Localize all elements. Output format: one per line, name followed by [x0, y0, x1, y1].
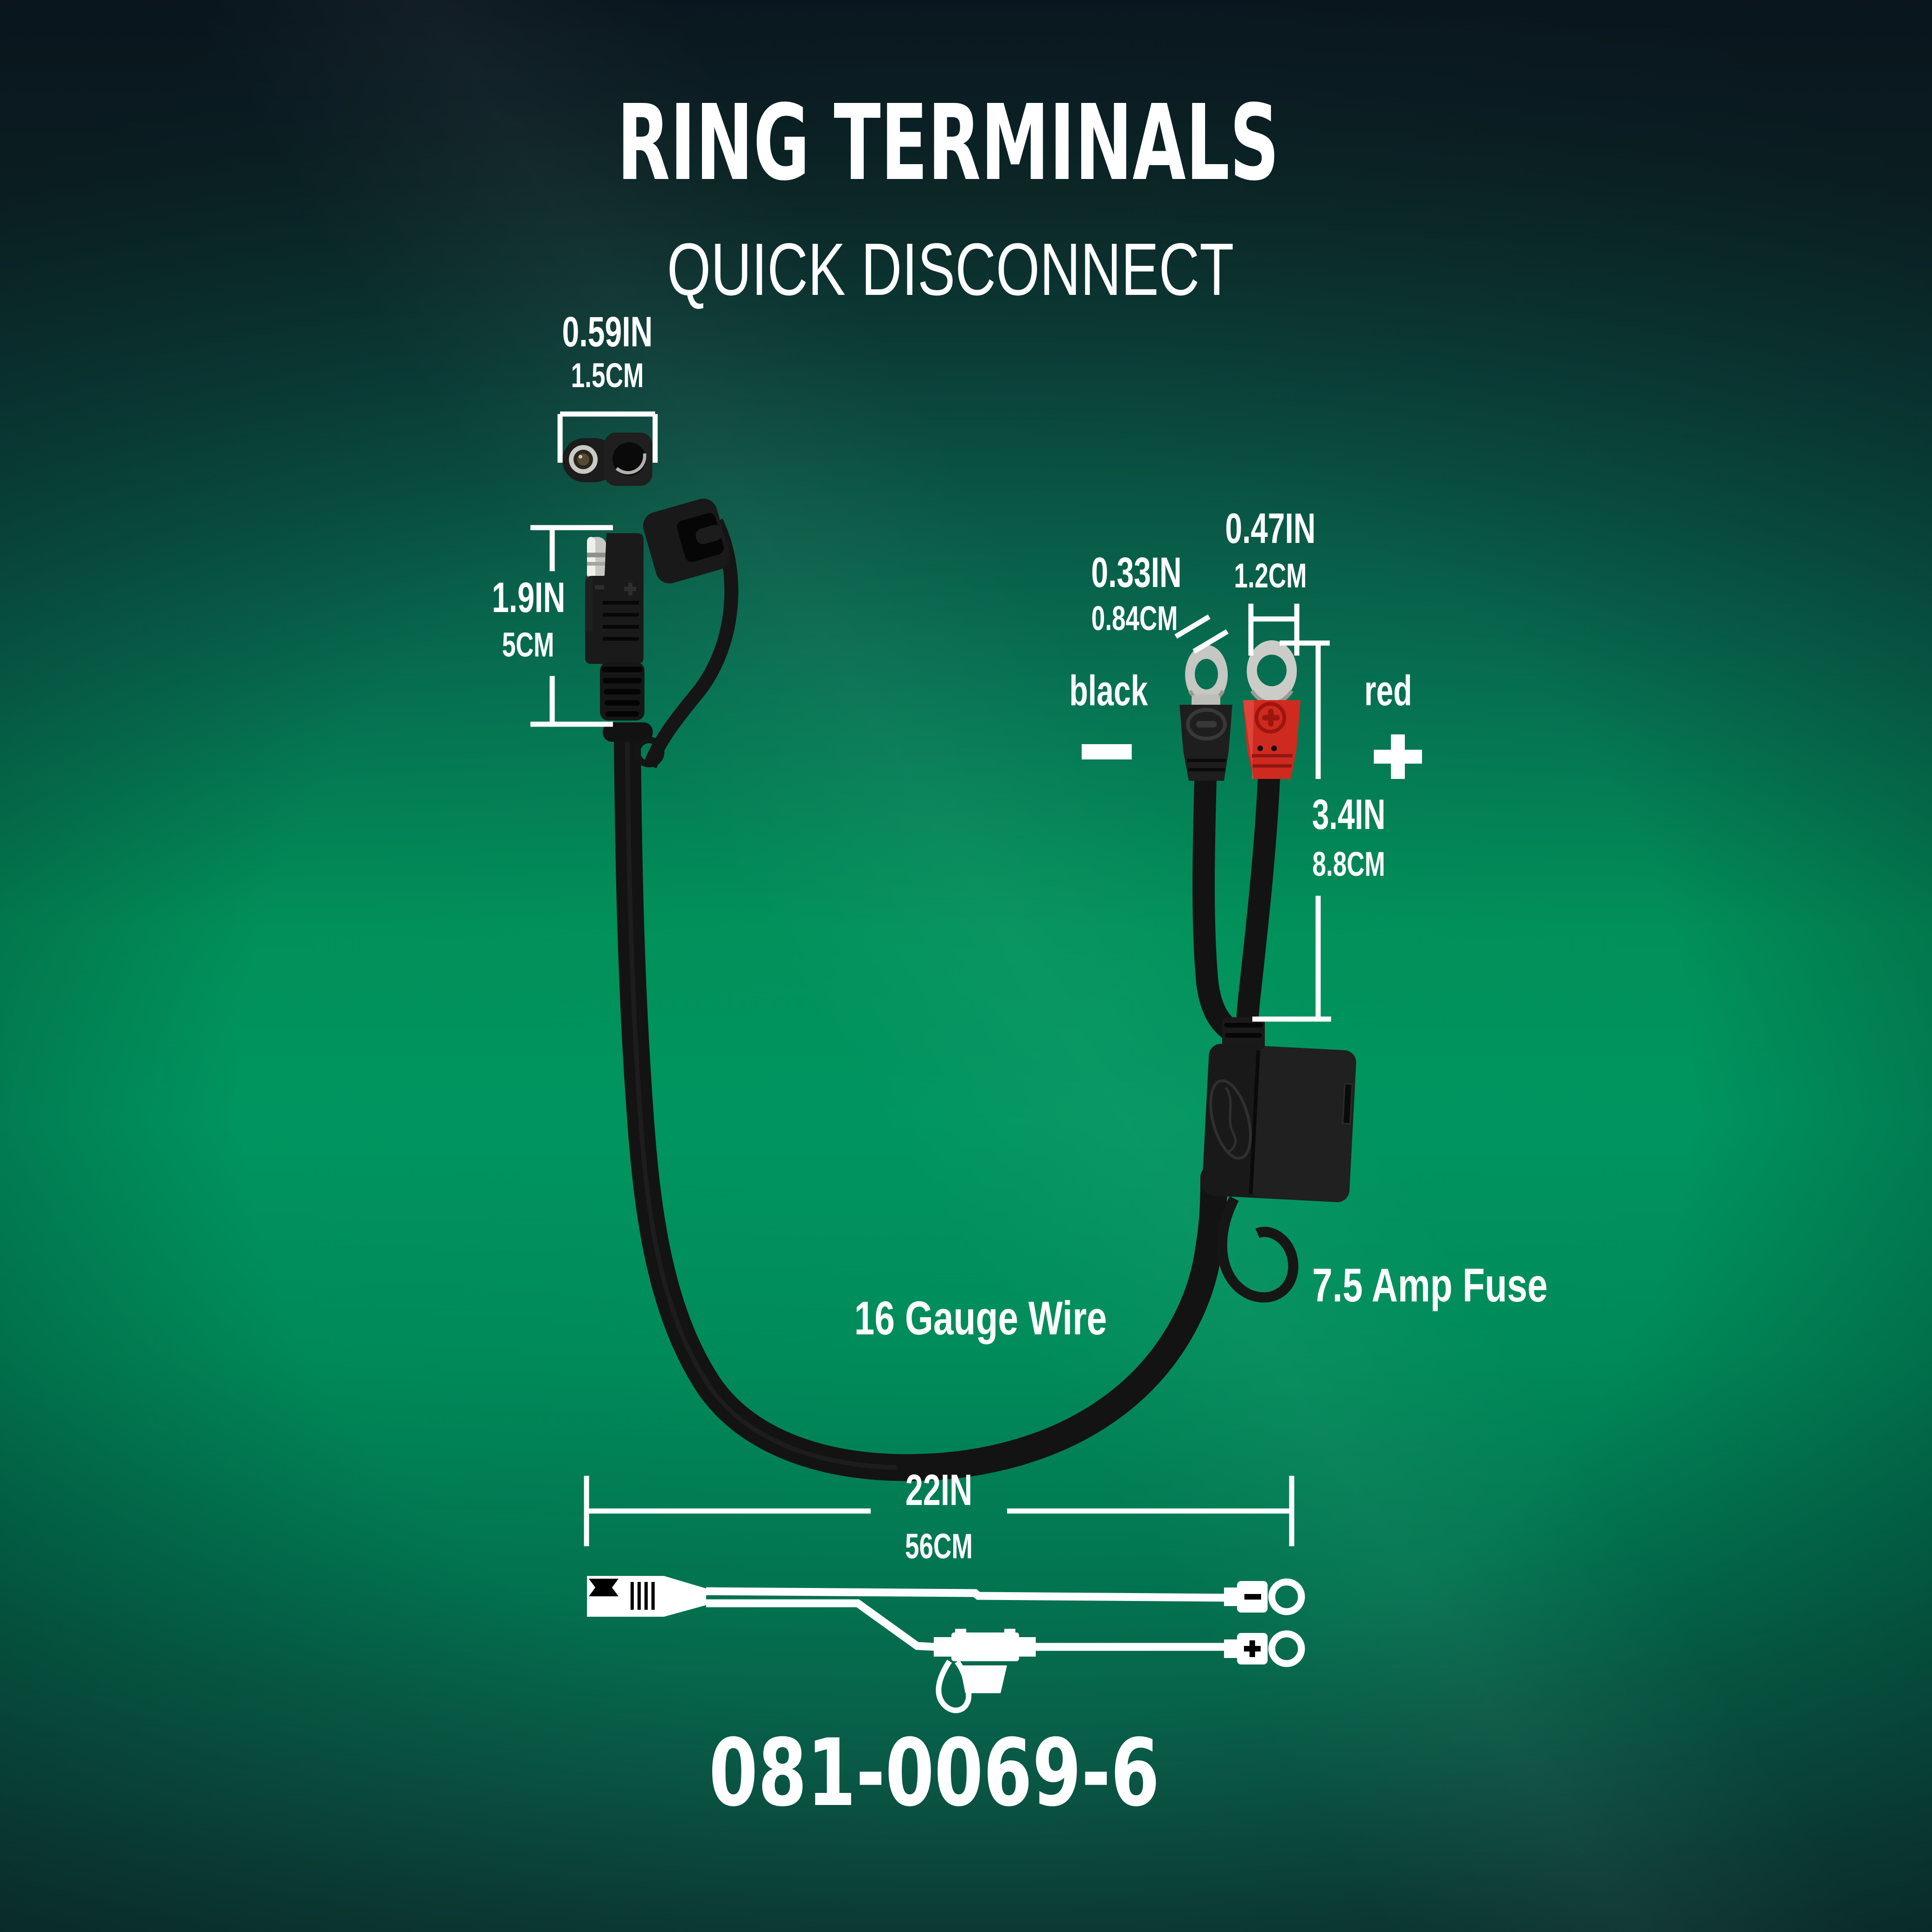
dim-connector-length-in: 1.9IN	[491, 574, 566, 621]
plus-bar-v	[1391, 734, 1405, 779]
dim-bracket-connector-length	[530, 525, 613, 727]
dim-black-ring-in: 0.33IN	[1091, 549, 1182, 596]
dim-bracket-connector-width	[557, 411, 658, 463]
cap-strap	[643, 518, 739, 769]
fuse-holder	[1202, 1017, 1356, 1303]
label-wire-gauge: 16 Gauge Wire	[854, 1292, 1107, 1345]
terminal-cables	[1192, 766, 1280, 1044]
sae-connector-end-view	[562, 433, 652, 486]
diagram-fuse-cap	[960, 1665, 1007, 1693]
diagram-fuse-loop	[936, 1659, 972, 1714]
dim-cable-length-in: 22IN	[905, 1466, 973, 1515]
fuse-loop	[1217, 1196, 1299, 1303]
label-fuse: 7.5 Amp Fuse	[1312, 1259, 1548, 1312]
dim-lead-length-cm: 8.8CM	[1312, 845, 1385, 883]
diagram-fuse	[934, 1637, 952, 1657]
dim-red-ring-in: 0.47IN	[1225, 505, 1316, 552]
dim-line-lead-length	[1252, 640, 1331, 1022]
dim-line-cable-length	[584, 1476, 1294, 1546]
connector-pin	[587, 537, 606, 579]
black-ring-terminal	[1180, 645, 1232, 781]
dim-red-ring-cm: 1.2CM	[1234, 556, 1307, 595]
dim-connector-length-cm: 5CM	[502, 625, 555, 664]
minus-sign	[1082, 744, 1132, 759]
dim-ticks-black-ring	[1174, 614, 1229, 654]
plus-sign	[1374, 734, 1422, 779]
page-title: RING TERMINALS	[617, 83, 1280, 204]
dim-bracket-red-ring	[1248, 604, 1300, 656]
strain-relief	[600, 662, 644, 721]
dim-black-ring-cm: 0.84CM	[1091, 599, 1178, 638]
sae-connector-photo	[585, 498, 739, 769]
part-number: 081-0069-6	[708, 1719, 1160, 1827]
dim-cable-length-cm: 56CM	[905, 1527, 973, 1566]
label-black: black	[1069, 667, 1148, 714]
dim-lead-length-in: 3.4IN	[1312, 791, 1386, 838]
dim-connector-width-cm: 1.5CM	[571, 356, 644, 395]
dim-connector-width-in: 0.59IN	[562, 308, 653, 356]
cable-tie	[603, 722, 653, 742]
red-ring-terminal	[1243, 640, 1301, 779]
label-red: red	[1364, 667, 1412, 714]
product-line-diagram	[587, 1576, 1305, 1714]
main-cable	[614, 726, 1227, 1481]
page-subtitle: QUICK DISCONNECT	[667, 228, 1234, 311]
connector-cap	[643, 498, 730, 584]
